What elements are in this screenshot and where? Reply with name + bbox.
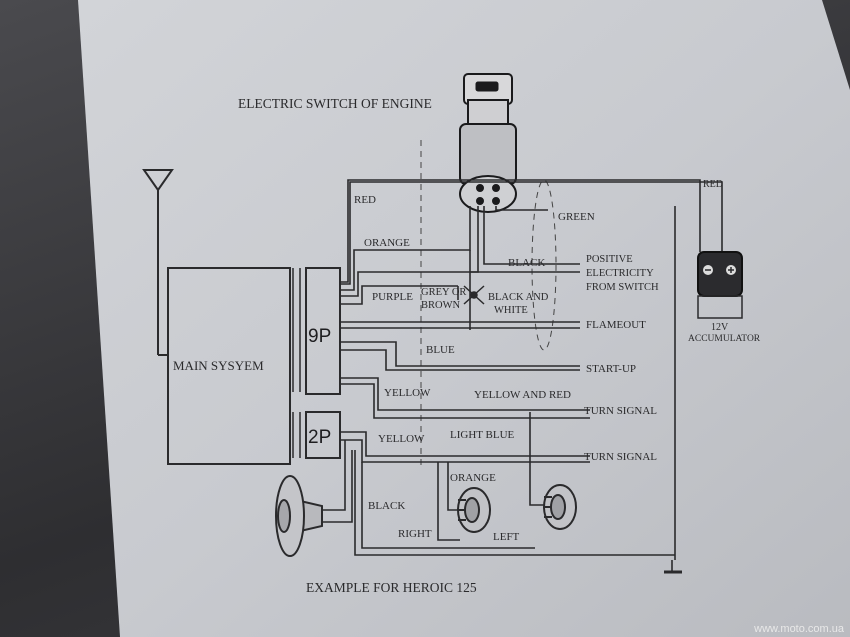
battery-icon bbox=[697, 251, 743, 319]
wire-label-orange-top: ORANGE bbox=[364, 237, 410, 249]
wire-label-red-top: RED bbox=[354, 194, 376, 206]
main-system-label: MAIN SYSYEM bbox=[173, 358, 264, 373]
battery-name: ACCUMULATOR bbox=[688, 334, 761, 344]
ignition-switch-icon bbox=[459, 73, 517, 213]
output-flameout: FLAMEOUT bbox=[586, 319, 646, 331]
output-positive-1: POSITIVE bbox=[586, 254, 633, 265]
wire-label-grey-or: GREY OR bbox=[421, 287, 466, 298]
wire-label-brown: BROWN bbox=[421, 300, 461, 311]
battery-voltage: 12V bbox=[711, 322, 729, 333]
diagram-caption: EXAMPLE FOR HEROIC 125 bbox=[306, 580, 477, 595]
wire-bundle bbox=[320, 179, 723, 574]
watermark: www.moto.com.ua bbox=[754, 623, 844, 635]
wire-label-purple: PURPLE bbox=[372, 291, 413, 303]
wire-label-light-blue: LIGHT BLUE bbox=[450, 429, 515, 441]
dashed-guides bbox=[420, 140, 557, 470]
wire-label-yellow-1: YELLOW bbox=[384, 387, 431, 399]
connector-2p-label: 2P bbox=[308, 427, 331, 448]
wire-label-black-bottom: BLACK bbox=[368, 500, 405, 512]
antenna-icon bbox=[142, 169, 174, 356]
wire-label-black-and: BLACK AND bbox=[488, 292, 549, 303]
left-lamp-icon bbox=[543, 484, 577, 530]
wire-label-green: GREEN bbox=[558, 211, 595, 223]
wire-label-white: WHITE bbox=[494, 305, 528, 316]
wire-label-yellow-and-red: YELLOW AND RED bbox=[474, 389, 571, 401]
paper-sheet bbox=[78, 0, 850, 637]
wire-label-black-key: BLACK bbox=[508, 257, 545, 269]
output-positive-2: ELECTRICITY bbox=[586, 268, 654, 279]
main-system-box bbox=[167, 267, 291, 465]
cross-mark-icon bbox=[463, 285, 485, 305]
wire-label-blue: BLUE bbox=[426, 344, 455, 356]
output-startup: START-UP bbox=[586, 363, 636, 375]
diagram-title: ELECTRIC SWITCH OF ENGINE bbox=[238, 96, 432, 111]
connector-9p-label: 9P bbox=[308, 326, 331, 347]
output-turn-signal-1: TURN SIGNAL bbox=[584, 405, 657, 417]
wire-label-red-battery: RED bbox=[703, 179, 723, 190]
wire-label-yellow-2: YELLOW bbox=[378, 433, 425, 445]
output-left: LEFT bbox=[493, 531, 520, 543]
output-right: RIGHT bbox=[398, 528, 432, 540]
connector-9p-box bbox=[305, 267, 341, 395]
output-positive-3: FROM SWITCH bbox=[586, 282, 659, 293]
horn-icon bbox=[275, 475, 323, 557]
right-lamp-icon bbox=[457, 487, 491, 533]
wire-label-orange-bottom: ORANGE bbox=[450, 472, 496, 484]
connector-2p-box bbox=[305, 411, 341, 459]
output-turn-signal-2: TURN SIGNAL bbox=[584, 451, 657, 463]
